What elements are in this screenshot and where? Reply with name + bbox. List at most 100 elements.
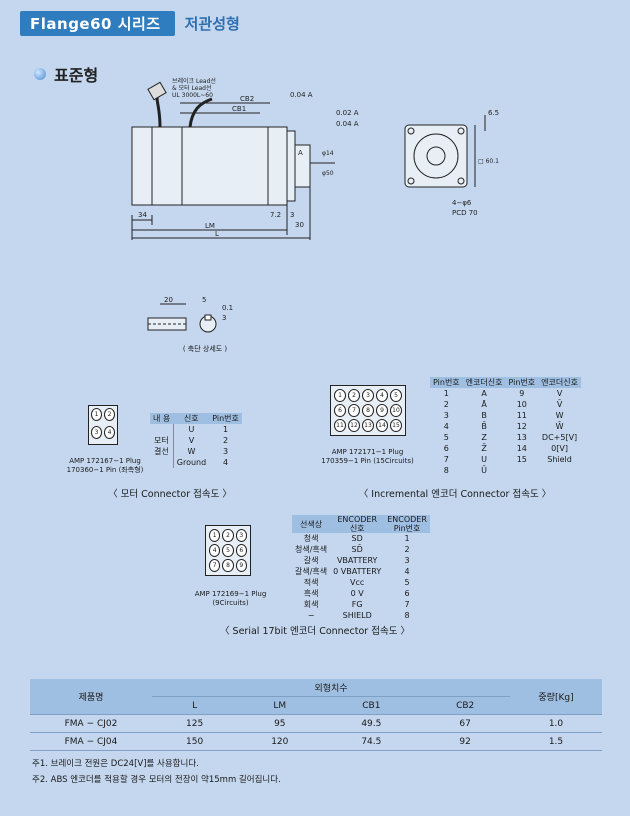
weight-header: 중량[Kg] (510, 679, 602, 715)
table-cell: SHIELD (342, 611, 372, 620)
table-cell (505, 465, 538, 476)
table-cell: 74.5 (322, 732, 421, 751)
dim-72: 7.2 (270, 211, 281, 219)
pcd-label: PCD 70 (452, 209, 478, 217)
page-header: Flange60 시리즈 저관성형 (20, 10, 240, 36)
table-cell: 4 (443, 422, 449, 431)
connector-pin: 13 (362, 419, 374, 432)
plug-line-1: AMP 172169−1 Plug (194, 590, 267, 598)
table-cell: 청색/흑색 (295, 545, 328, 554)
table-cell: 12 (516, 422, 527, 431)
table-cell: 92 (420, 732, 510, 751)
connector-pin: 8 (222, 559, 234, 572)
table-cell: 7 (443, 455, 449, 464)
tolerance-2: 0.02 A (336, 109, 359, 117)
table-cell: 14 (516, 444, 527, 453)
shaft-dim-5: 5 (202, 296, 206, 304)
table-cell: 6 (404, 589, 410, 598)
brake-lead-label-3: UL 3000L~60 (172, 92, 213, 99)
table-cell: 0[V] (551, 444, 568, 453)
connector-pin: 9 (235, 559, 247, 572)
connector-pin: 7 (348, 404, 360, 417)
plug-line-2: 170360−1 Pin (좌측형) (66, 466, 144, 474)
series-subtitle: 저관성형 (184, 14, 240, 33)
section-title: 표준형 (54, 66, 99, 85)
table-cell: Shield (547, 455, 572, 464)
dim-3: 3 (290, 211, 294, 219)
table-cell: 1 (404, 534, 410, 543)
connector-pin: 2 (348, 389, 360, 402)
connector-pin: 11 (334, 419, 346, 432)
dimension-group-header: 외형치수 (152, 679, 510, 697)
plug-line-2: 170359−1 Pin (15Circuits) (321, 457, 414, 465)
table-row: FMA − CJ04 150 120 74.5 92 1.5 (30, 732, 602, 751)
table-cell: 10 (516, 400, 527, 409)
col-header: 엔코더신호 (538, 377, 581, 388)
table-cell: 2 (404, 545, 410, 554)
connector-pin: 1 (209, 529, 221, 542)
table-cell: 3 (443, 411, 449, 420)
col-header: Pin번호 (209, 413, 242, 424)
connector-pin: 7 (209, 559, 221, 572)
table-cell: 9 (519, 389, 525, 398)
table-cell: 4 (404, 567, 410, 576)
col-header: ENCODER 신호 (330, 515, 385, 533)
col-header: CB1 (322, 696, 421, 715)
connector-pin: 12 (348, 419, 360, 432)
table-cell: V (556, 389, 563, 398)
table-cell: 0 V (350, 589, 364, 598)
table-cell: 1 (222, 425, 229, 434)
table-cell: A (481, 389, 487, 398)
tolerance-1: 0.04 A (290, 91, 313, 99)
connector-pin: 4 (376, 389, 388, 402)
table-cell: Ground (176, 458, 207, 467)
serial-connector-caption: 〈 Serial 17bit 엔코더 Connector 접속도 〉 (220, 626, 410, 637)
table-cell: 2 (443, 400, 449, 409)
connector-pin: 5 (222, 544, 234, 557)
table-cell: 125 (152, 714, 238, 733)
table-cell: B (481, 411, 487, 420)
tolerance-3: 0.04 A (336, 120, 359, 128)
weight-cell: 1.0 (510, 714, 602, 733)
table-cell: − (307, 611, 315, 620)
col-header: Pin번호 (430, 377, 463, 388)
table-cell: B̄ (481, 422, 487, 431)
col-header: L (152, 696, 238, 715)
dim-lm: LM (205, 222, 215, 230)
shaft-dim-20: 20 (164, 296, 173, 304)
table-cell: 갈색/흑색 (295, 567, 328, 576)
table-cell: V̄ (556, 400, 563, 409)
connector-pin: 1 (91, 408, 102, 421)
connector-pin: 14 (376, 419, 388, 432)
connector-pin: 4 (104, 426, 115, 439)
connector-pin: 1 (334, 389, 346, 402)
table-cell: SD (351, 534, 363, 543)
table-cell: 11 (516, 411, 527, 420)
incremental-connector-caption: 〈 Incremental 엔코더 Connector 접속도 〉 (358, 489, 552, 500)
table-cell: 4 (222, 458, 229, 467)
table-cell: V (188, 436, 195, 445)
table-cell: Z (481, 433, 487, 442)
brake-lead-label-2: & 모터 Lead선 (172, 84, 211, 92)
table-cell: 150 (152, 732, 238, 751)
plug-line-1: AMP 172171−1 Plug (331, 448, 404, 456)
table-cell: Z̄ (481, 444, 487, 453)
serial-plug-text: AMP 172169−1 Plug (9Circuits) (188, 590, 273, 608)
group-label: 모터 결선 (150, 424, 174, 468)
table-cell: 15 (516, 455, 527, 464)
table-cell: U (188, 425, 195, 434)
connector-pin: 2 (222, 529, 234, 542)
table-cell: W (555, 411, 564, 420)
mount-holes: 4−φ6 (452, 199, 472, 207)
cb1-label: CB1 (232, 105, 246, 113)
